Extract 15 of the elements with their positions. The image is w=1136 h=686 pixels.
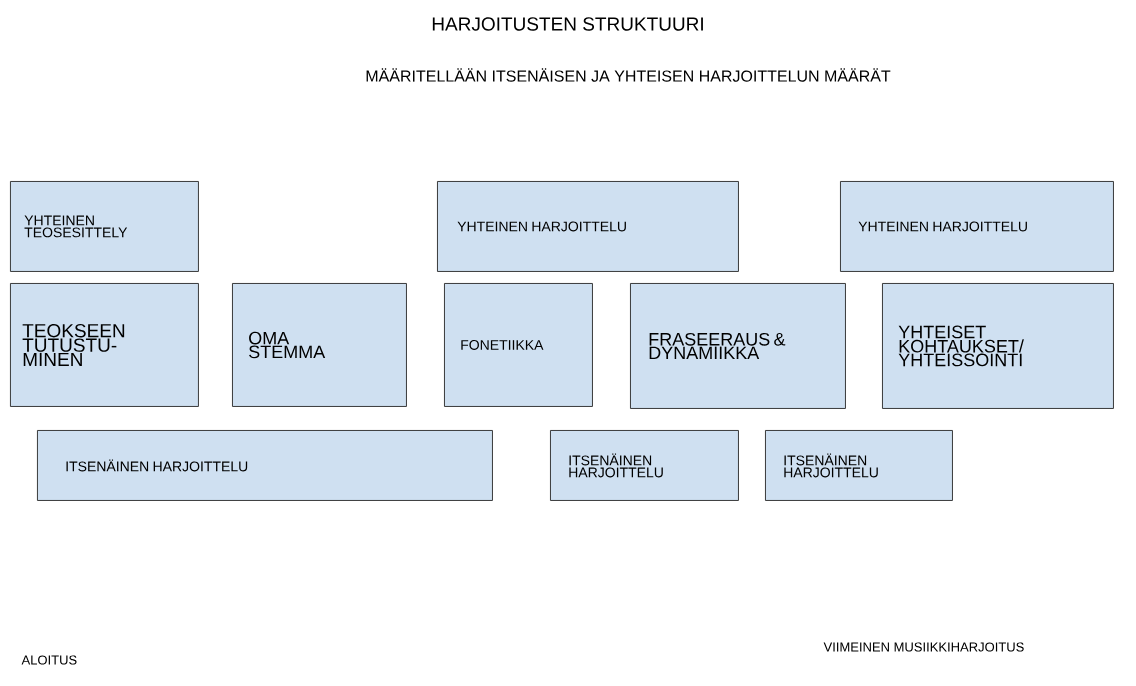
text-box: FRASEERAUS & DYNAMIIKKA: [630, 283, 846, 409]
text-box: YHTEINEN TEOSESITTELY: [10, 181, 199, 272]
text-box: TEOKSEEN TUTUSTU- MINEN: [10, 283, 199, 407]
text-box: ITSENÄINEN HARJOITTELU: [37, 430, 493, 501]
label: MÄÄRITELLÄÄN ITSENÄISEN JA YHTEISEN HARJOITTELUN MÄÄRÄT: [366, 68, 891, 82]
text-box: YHTEINEN HARJOITTELU: [840, 181, 1114, 272]
text-box: ITSENÄINEN HARJOITTELU: [550, 430, 739, 501]
text-box: YHTEINEN HARJOITTELU: [437, 181, 739, 272]
text-box: ITSENÄINEN HARJOITTELU: [765, 430, 953, 501]
label: VIIMEINEN MUSIIKKIHARJOITUS: [823, 642, 1024, 652]
text-box: FONETIIKKA: [444, 283, 593, 407]
label: ALOITUS: [21, 655, 77, 665]
text-box: YHTEISET KOHTAUKSET/ YHTEISSOINTI: [882, 283, 1114, 409]
text-box: OMA STEMMA: [232, 283, 407, 407]
title: HARJOITUSTEN STRUKTUURI: [432, 17, 703, 31]
